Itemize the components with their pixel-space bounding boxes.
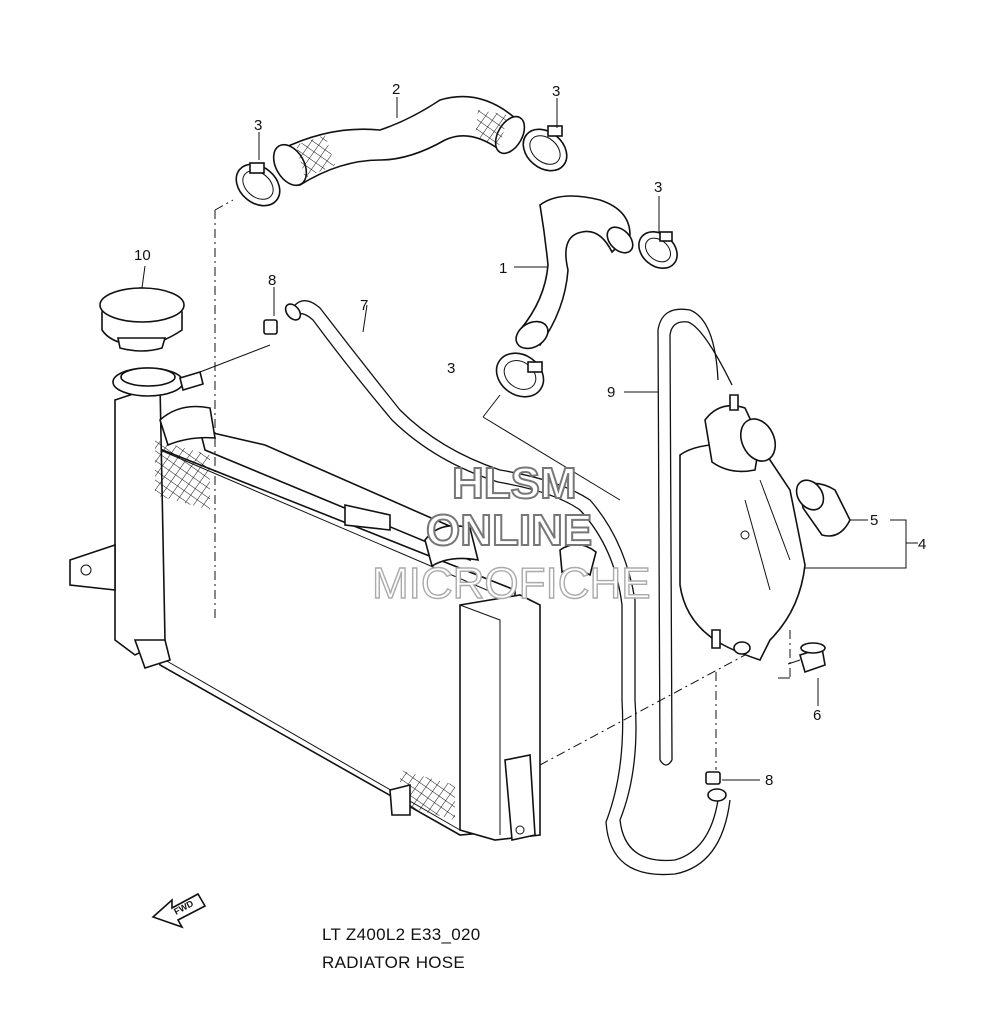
reservoir-bolt — [778, 630, 826, 679]
callout-3-center: 3 — [447, 360, 455, 377]
overflow-hose — [284, 300, 731, 876]
radiator-cap — [99, 265, 185, 352]
callout-3-right: 3 — [654, 179, 662, 196]
callout-3-top-right: 3 — [552, 83, 560, 100]
watermark-line-1: HLSM — [452, 459, 577, 508]
watermark: HLSM ONLINE MICROFICHE — [371, 458, 651, 609]
hose-clamp-a — [235, 162, 281, 207]
callout-9: 9 — [607, 384, 615, 401]
hose-clamp-d — [495, 352, 545, 398]
callout-5: 5 — [870, 512, 878, 529]
reservoir-tank — [679, 394, 806, 661]
callout-8-top: 8 — [268, 272, 276, 289]
callout-8-bottom: 8 — [765, 772, 773, 789]
upper-radiator-hose — [272, 95, 526, 187]
fwd-arrow: FWD — [151, 892, 207, 929]
small-clamp-b — [705, 672, 721, 785]
callout-2: 2 — [392, 81, 400, 98]
callout-3-left: 3 — [254, 117, 262, 134]
callout-10: 10 — [134, 247, 151, 264]
callout-1: 1 — [499, 260, 507, 277]
diagram-title: RADIATOR HOSE — [322, 953, 466, 972]
watermark-line-2: ONLINE — [426, 506, 592, 555]
hose-clamp-b — [522, 125, 568, 172]
callout-7: 7 — [360, 297, 368, 314]
leader-lines — [258, 97, 918, 781]
radiator-core — [69, 199, 746, 841]
watermark-line-3: MICROFICHE — [372, 559, 651, 608]
reservoir-cap — [795, 479, 851, 537]
hose-clamp-c — [638, 230, 678, 270]
reservoir-vent-hose — [657, 308, 733, 766]
callout-4: 4 — [918, 536, 926, 553]
callout-6: 6 — [813, 707, 821, 724]
diagram-code: LT Z400L2 E33_020 — [322, 925, 481, 944]
callout-labels: 1 2 3 3 3 3 4 5 6 7 8 8 9 10 — [134, 81, 926, 789]
radiator-inlet-hose — [515, 195, 634, 350]
small-clamp-a — [199, 319, 278, 373]
